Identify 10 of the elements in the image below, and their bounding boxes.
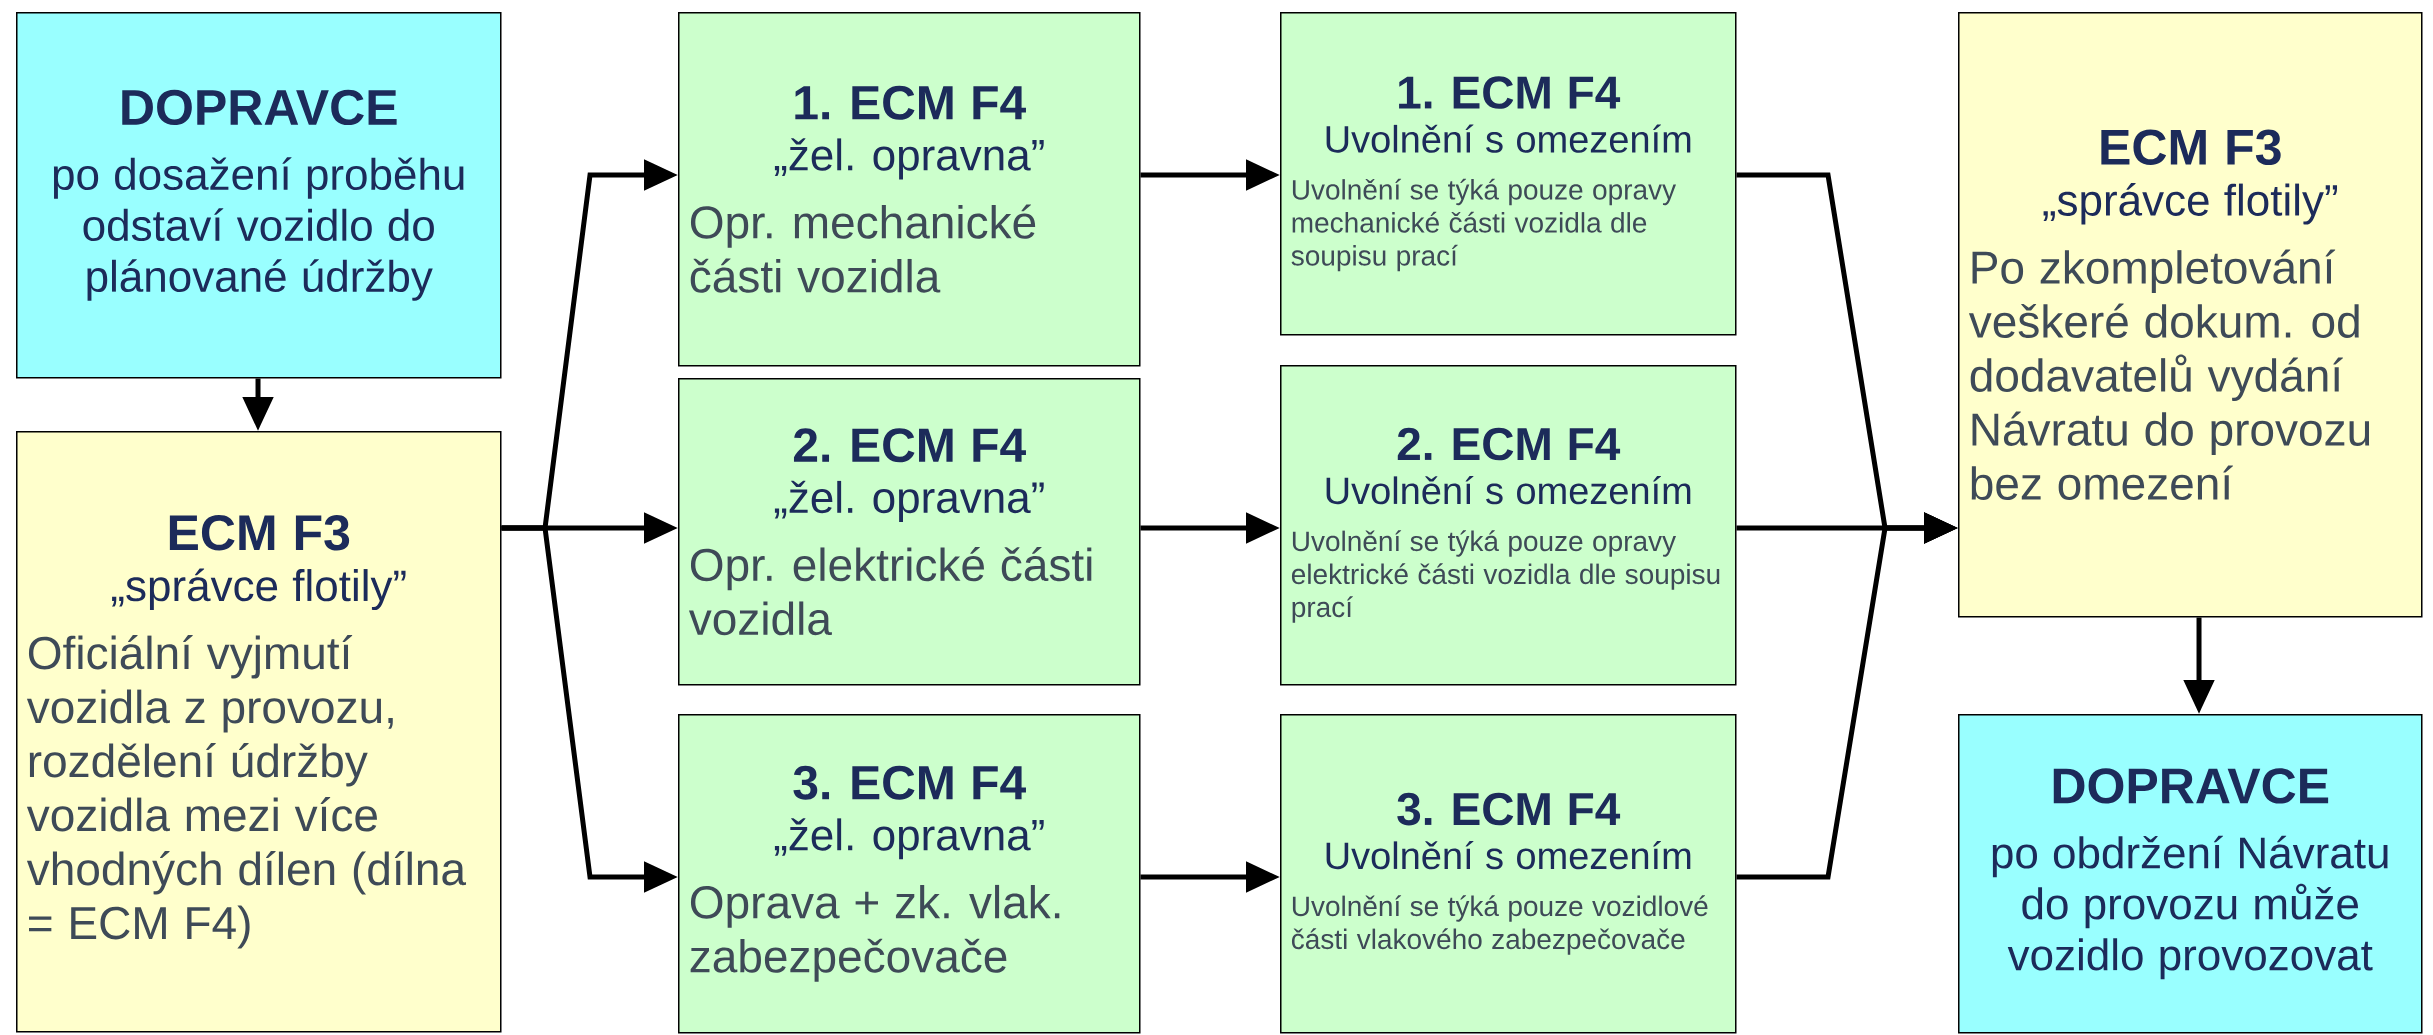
process-box: ECM F3 „správce flotily” Po zkompletování veškeré dokum. od dodavatelů vydání Návratu do provozu bez omezení (1958, 12, 2423, 618)
process-box: DOPRAVCE po obdržení Návratu do provozu může vozidlo provozovat (1958, 714, 2423, 1034)
process-box: ECM F3 „správce flotily” Oficiální vyjmutí vozidla z provozu, rozdělení údržby vozidla mezi více vhodných dílen (dílna = ECM F4) (16, 431, 502, 1033)
process-box: 2. ECM F4 „žel. opravna” Opr. elektrické části vozidla (678, 378, 1141, 686)
process-box: 3. ECM F4 Uvolnění s omezením Uvolnění se týká pouze vozidlové části vlakového zabezpečovače (1280, 714, 1737, 1034)
process-box: 2. ECM F4 Uvolnění s omezením Uvolnění se týká pouze opravy elektrické části vozidla dle soupisu prací (1280, 365, 1737, 686)
process-box: 3. ECM F4 „žel. opravna” Oprava + zk. vlak. zabezpečovače (678, 714, 1141, 1034)
process-box: 1. ECM F4 Uvolnění s omezením Uvolnění se týká pouze opravy mechanické části vozidla dle soupisu prací (1280, 12, 1737, 336)
process-box: DOPRAVCE po dosažení proběhu odstaví vozidlo do plánované údržby (16, 12, 502, 379)
process-box: 1. ECM F4 „žel. opravna” Opr. mechanické části vozidla (678, 12, 1141, 367)
